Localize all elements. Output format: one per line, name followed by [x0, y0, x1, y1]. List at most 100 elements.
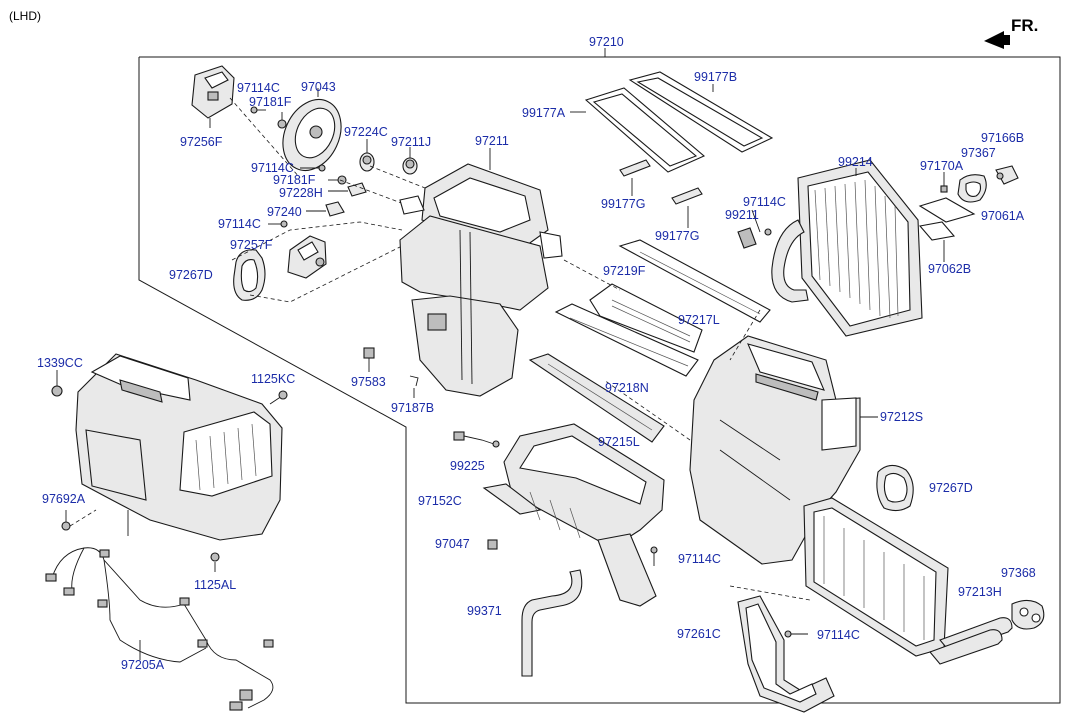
callout-99177A[interactable]: 99177A	[522, 106, 566, 120]
evaporator-99214	[771, 159, 923, 337]
callout-97211[interactable]: 97211	[475, 134, 509, 148]
door-97215L	[528, 353, 665, 443]
callout-97261C[interactable]: 97261C	[677, 627, 721, 641]
callout-97114C-2[interactable]: 97114C	[251, 161, 294, 175]
callout-97213H[interactable]: 97213H	[958, 585, 1002, 599]
callout-97152C[interactable]: 97152C	[418, 494, 462, 508]
plate-97062B	[918, 221, 956, 262]
region-label: (LHD)	[9, 9, 41, 23]
bracket-99211	[737, 209, 761, 249]
clip-97181F-b	[328, 175, 347, 185]
clip-97187B	[409, 375, 419, 398]
callout-97170A[interactable]: 97170A	[920, 159, 964, 173]
callout-97114C-3[interactable]: 97114C	[743, 195, 786, 209]
clip-97047	[487, 539, 498, 550]
sensor-99225	[453, 431, 500, 448]
callout-97114C-4[interactable]: 97114C	[218, 217, 261, 231]
valve-97170A	[940, 172, 948, 193]
callout-97215L[interactable]: 97215L	[598, 435, 640, 449]
screw-97181F-a	[277, 112, 287, 129]
callout-97240[interactable]: 97240	[267, 205, 302, 219]
clip-97583	[363, 347, 375, 372]
screw-97114C-d	[764, 228, 772, 236]
sensor-97240	[306, 201, 345, 217]
callout-97583[interactable]: 97583	[351, 375, 386, 389]
assembly-frame	[138, 56, 1061, 704]
callout-99371[interactable]: 99371	[467, 604, 502, 618]
callout-97267D-2[interactable]: 97267D	[929, 481, 973, 495]
grommet-97368	[1011, 599, 1045, 630]
callout-99177G-1[interactable]: 99177G	[601, 197, 646, 211]
bushing-97224C	[359, 139, 375, 172]
callout-97181F-1[interactable]: 97181F	[249, 95, 292, 109]
bolt-97692A	[61, 509, 97, 531]
filter-frame-99177A	[584, 87, 706, 173]
direction-label: FR.	[1011, 16, 1039, 35]
callout-97181F-2[interactable]: 97181F	[273, 173, 316, 187]
callout-97256F[interactable]: 97256F	[180, 135, 223, 149]
callout-1125AL[interactable]: 1125AL	[194, 578, 237, 592]
sensor-97228H	[328, 182, 367, 197]
callout-1125KC[interactable]: 1125KC	[251, 372, 296, 386]
duct-97261C	[737, 595, 835, 713]
pad-99177G-b	[671, 187, 703, 228]
screw-97114C-a	[250, 106, 266, 114]
door-97219F	[589, 283, 703, 353]
callout-97212S[interactable]: 97212S	[880, 410, 924, 424]
callout-99177G-2[interactable]: 99177G	[655, 229, 700, 243]
callout-97228H[interactable]: 97228H	[279, 186, 323, 200]
drain-hose-99371	[521, 569, 583, 677]
callout-97114C-1[interactable]: 97114C	[237, 81, 280, 95]
callout-97114C-6[interactable]: 97114C	[817, 628, 860, 642]
wiring-harness-97205A	[45, 547, 274, 711]
callout-97211J[interactable]: 97211J	[391, 135, 432, 149]
callout-97047[interactable]: 97047	[435, 537, 470, 551]
callout-97062B[interactable]: 97062B	[928, 262, 972, 276]
callout-97224C[interactable]: 97224C	[344, 125, 388, 139]
bolt-1125AL	[210, 552, 220, 572]
arrow-icon	[984, 31, 1010, 49]
heater-core-97213H	[803, 497, 1013, 665]
callout-97205A[interactable]: 97205A	[121, 658, 165, 672]
screw-97114C-e	[650, 546, 658, 566]
bolt-1125KC	[269, 390, 288, 405]
screw-97114C-b	[300, 164, 326, 172]
pad-99177G-a	[619, 159, 651, 196]
callout-97217L[interactable]: 97217L	[678, 313, 720, 327]
callout-97219F[interactable]: 97219F	[603, 264, 646, 278]
motor-97043	[282, 88, 342, 171]
callout-1339CC[interactable]: 1339CC	[37, 356, 83, 370]
callout-97368[interactable]: 97368	[1001, 566, 1036, 580]
screw-97114C-c	[268, 220, 288, 228]
callout-97257F[interactable]: 97257F	[230, 238, 273, 252]
callout-97114C-5[interactable]: 97114C	[678, 552, 721, 566]
gasket-97267D-a	[233, 249, 266, 301]
hvac-assembly-view	[75, 353, 283, 541]
heater-case-97211	[399, 163, 563, 397]
callout-97061A[interactable]: 97061A	[981, 209, 1025, 223]
callout-97367[interactable]: 97367	[961, 146, 996, 160]
callout-97267D-1[interactable]: 97267D	[169, 268, 213, 282]
bolt-1339CC	[51, 370, 63, 397]
callout-97166B[interactable]: 97166B	[981, 131, 1025, 145]
seal-97367	[957, 174, 987, 203]
callout-99177B[interactable]: 99177B	[694, 70, 738, 84]
door-97217L	[618, 239, 771, 323]
callout-97187B[interactable]: 97187B	[391, 401, 435, 415]
callout-99225[interactable]: 99225	[450, 459, 485, 473]
plate-97061A	[918, 197, 976, 223]
door-97218N	[554, 303, 699, 377]
bushing-97211J	[402, 147, 418, 175]
gasket-97267D-b	[876, 464, 914, 512]
callout-97218N[interactable]: 97218N	[605, 381, 649, 395]
callout-97692A[interactable]: 97692A	[42, 492, 86, 506]
callout-97043[interactable]: 97043	[301, 80, 336, 94]
filter-frame-99177B	[628, 71, 774, 153]
callout-99211[interactable]: 99211	[725, 208, 759, 222]
actuator-97256F	[191, 65, 235, 128]
callout-97210[interactable]: 97210	[589, 35, 624, 49]
callout-99214[interactable]: 99214	[838, 155, 873, 169]
screw-97114C-f	[784, 630, 808, 638]
